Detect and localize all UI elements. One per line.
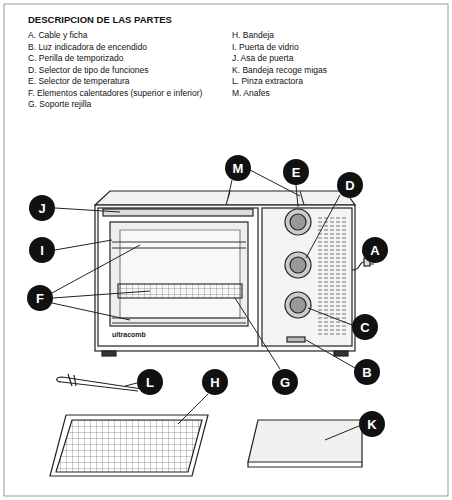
callout-circle: J: [29, 195, 55, 221]
part-list-item: F. Elementos calentadores (superior e in…: [28, 88, 202, 98]
part-list-item: G. Soporte rejilla: [28, 99, 91, 109]
diagram-title: DESCRIPCION DE LAS PARTES: [28, 14, 172, 25]
part-list-item: H. Bandeja: [232, 30, 274, 40]
callout-letter: H: [210, 375, 219, 390]
callout-letter: I: [40, 243, 44, 258]
callout-circle: A: [362, 237, 388, 263]
callout-letter: E: [292, 165, 301, 180]
callout-circle: L: [137, 369, 163, 395]
callout-letter: A: [370, 243, 379, 258]
part-list-item: J. Asa de puerta: [232, 53, 293, 63]
callout-circle: I: [29, 237, 55, 263]
callout-circle: D: [337, 172, 363, 198]
callout-circle: H: [202, 369, 228, 395]
callout-letter: D: [345, 178, 354, 193]
callout-letter: C: [360, 320, 369, 335]
part-list-item: A. Cable y ficha: [28, 30, 88, 40]
callout-letter: G: [280, 375, 290, 390]
callout-circle: B: [354, 359, 380, 385]
callout-letter: B: [362, 365, 371, 380]
part-list-item: I. Puerta de vidrio: [232, 42, 299, 52]
callout-circle: E: [283, 159, 309, 185]
part-list-item: E. Selector de temperatura: [28, 76, 130, 86]
part-list-item: D. Selector de tipo de funciones: [28, 65, 149, 75]
callout-circle: F: [27, 285, 53, 311]
part-list-item: M. Anafes: [232, 88, 270, 98]
callout-letter: K: [367, 417, 376, 432]
part-list-item: C. Perilla de temporizado: [28, 53, 123, 63]
part-list-item: L. Pinza extractora: [232, 76, 303, 86]
callout-letter: M: [233, 161, 244, 176]
part-list-item: B. Luz indicadora de encendido: [28, 42, 147, 52]
brand-logo: ultracomb: [112, 331, 146, 338]
callout-circle: G: [272, 369, 298, 395]
part-list-item: K. Bandeja recoge migas: [232, 65, 327, 75]
callout-circle: K: [359, 411, 385, 437]
callout-letter: J: [38, 201, 45, 216]
callout-letter: L: [146, 375, 154, 390]
callout-letter: F: [36, 291, 44, 306]
callout-circle: C: [352, 314, 378, 340]
callout-circle: M: [225, 155, 251, 181]
